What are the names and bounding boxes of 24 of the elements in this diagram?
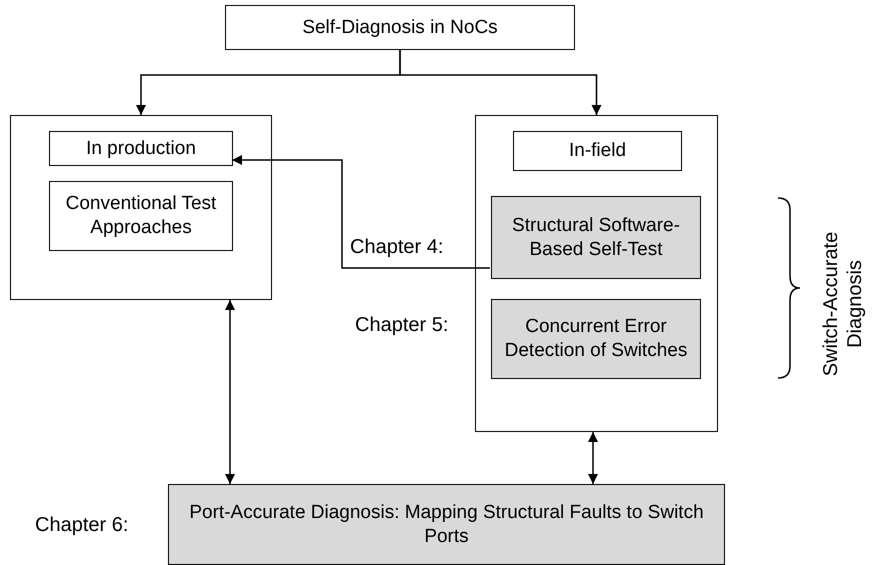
box-text: In-field: [568, 139, 626, 163]
shaded-process-box: [491, 299, 701, 379]
arrow: [225, 300, 235, 484]
process-box: [49, 181, 233, 251]
arrow: [588, 432, 598, 484]
container-box: [10, 115, 272, 300]
container-box: [475, 115, 718, 432]
process-box: [225, 5, 575, 50]
chapter-label: Chapter 4:: [350, 236, 444, 259]
box-text: Structural Software-Based Self-Test: [511, 214, 681, 262]
box-text: In production: [86, 136, 196, 160]
chapter-label: Chapter 6:: [35, 514, 128, 537]
box-text: Conventional Test Approaches: [64, 192, 218, 240]
process-box: [49, 131, 233, 166]
arrow: [232, 155, 490, 269]
box-text: Port-Accurate Diagnosis: Mapping Structural Faults to Switch Ports: [188, 500, 705, 548]
arrow: [399, 50, 602, 115]
box-text: Self-Diagnosis in NoCs: [302, 16, 498, 40]
shaded-process-box: [168, 484, 725, 565]
box-text: Concurrent Error Detection of Switches: [504, 315, 688, 363]
side-label: Switch-Accurate Diagnosis: [819, 230, 867, 378]
shaded-process-box: [491, 196, 701, 279]
process-box: [513, 131, 682, 171]
chapter-label: Chapter 5:: [355, 314, 448, 337]
